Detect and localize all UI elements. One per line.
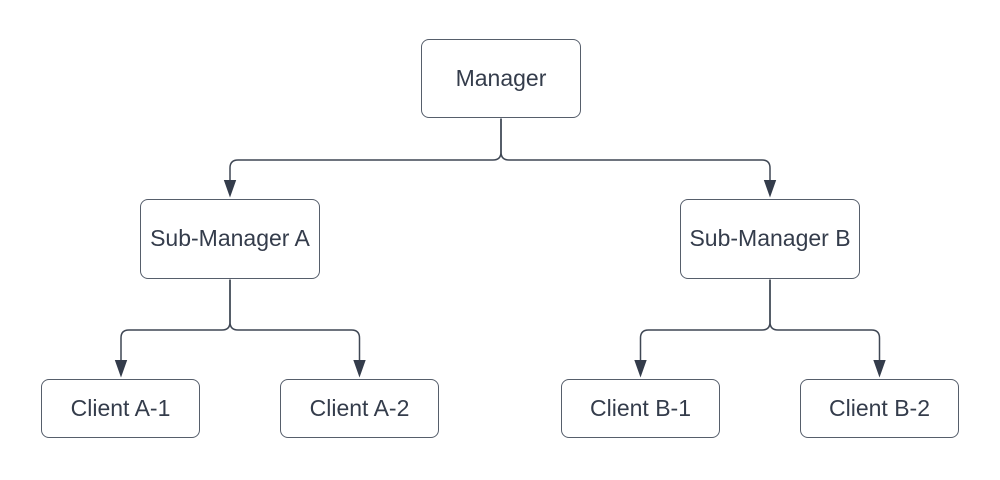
arrowhead-icon — [873, 360, 886, 378]
node-label: Sub-Manager B — [689, 225, 851, 252]
edge-sub-manager-b-to-client-b1 — [639, 279, 771, 361]
node-label: Client B-1 — [590, 394, 691, 421]
edge-manager-to-sub-manager-b — [500, 118, 771, 181]
arrowhead-icon — [353, 360, 366, 378]
edge-sub-manager-a-to-client-a1 — [120, 279, 231, 361]
node-client-b2[interactable]: Client B-2 — [800, 379, 959, 438]
node-sub-manager-b[interactable]: Sub-Manager B — [680, 199, 860, 279]
arrowhead-icon — [634, 360, 647, 378]
edge-manager-to-sub-manager-a — [229, 118, 502, 181]
node-client-a1[interactable]: Client A-1 — [41, 379, 200, 438]
arrowhead-icon — [114, 360, 128, 378]
node-manager[interactable]: Manager — [421, 39, 581, 118]
node-label: Client A-2 — [309, 394, 410, 421]
node-client-a2[interactable]: Client A-2 — [280, 379, 439, 438]
node-client-b1[interactable]: Client B-1 — [561, 379, 720, 438]
edge-sub-manager-b-to-client-b2 — [769, 279, 881, 361]
arrowhead-icon — [763, 180, 777, 198]
node-label: Sub-Manager A — [150, 225, 310, 252]
edge-sub-manager-a-to-client-a2 — [229, 279, 361, 361]
node-sub-manager-a[interactable]: Sub-Manager A — [140, 199, 320, 279]
node-label: Manager — [455, 64, 547, 91]
node-label: Client B-2 — [829, 394, 930, 421]
arrowhead-icon — [223, 180, 237, 198]
node-label: Client A-1 — [70, 394, 171, 421]
